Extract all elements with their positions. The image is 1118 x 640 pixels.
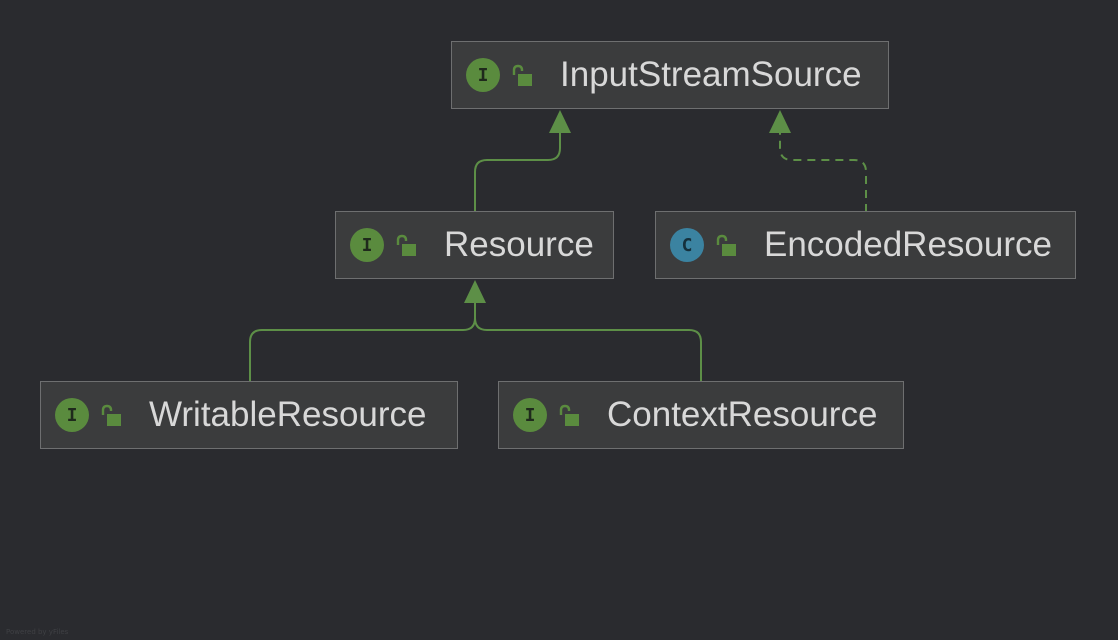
- unlocked-padlock-icon: [559, 404, 579, 426]
- arrowhead-resource: [464, 280, 486, 303]
- arrowhead-inputstreamsource-solid: [549, 110, 571, 133]
- node-label: EncodedResource: [764, 225, 1052, 264]
- unlocked-padlock-icon: [101, 404, 121, 426]
- powered-by-credit: Powered by yFiles: [6, 628, 69, 636]
- interface-icon: I: [513, 398, 547, 432]
- interface-icon: I: [466, 58, 500, 92]
- arrowhead-inputstreamsource-dashed: [769, 110, 791, 133]
- node-label: WritableResource: [149, 395, 427, 434]
- interface-icon: I: [350, 228, 384, 262]
- node-label: Resource: [444, 225, 594, 264]
- node-resource[interactable]: I Resource: [335, 211, 614, 279]
- edge-contextresource-to-resource: [474, 302, 702, 381]
- node-inputstreamsource[interactable]: I InputStreamSource: [451, 41, 889, 109]
- node-label: InputStreamSource: [560, 55, 862, 94]
- unlocked-padlock-icon: [512, 64, 532, 86]
- edge-resource-to-inputstreamsource: [474, 132, 561, 212]
- node-encodedresource[interactable]: C EncodedResource: [655, 211, 1076, 279]
- unlocked-padlock-icon: [716, 234, 736, 256]
- node-writableresource[interactable]: I WritableResource: [40, 381, 458, 449]
- interface-icon: I: [55, 398, 89, 432]
- unlocked-padlock-icon: [396, 234, 416, 256]
- class-icon: C: [670, 228, 704, 262]
- node-label: ContextResource: [607, 395, 878, 434]
- edge-encodedresource-to-inputstreamsource: [779, 132, 867, 212]
- edge-writableresource-to-resource: [249, 302, 476, 381]
- node-contextresource[interactable]: I ContextResource: [498, 381, 904, 449]
